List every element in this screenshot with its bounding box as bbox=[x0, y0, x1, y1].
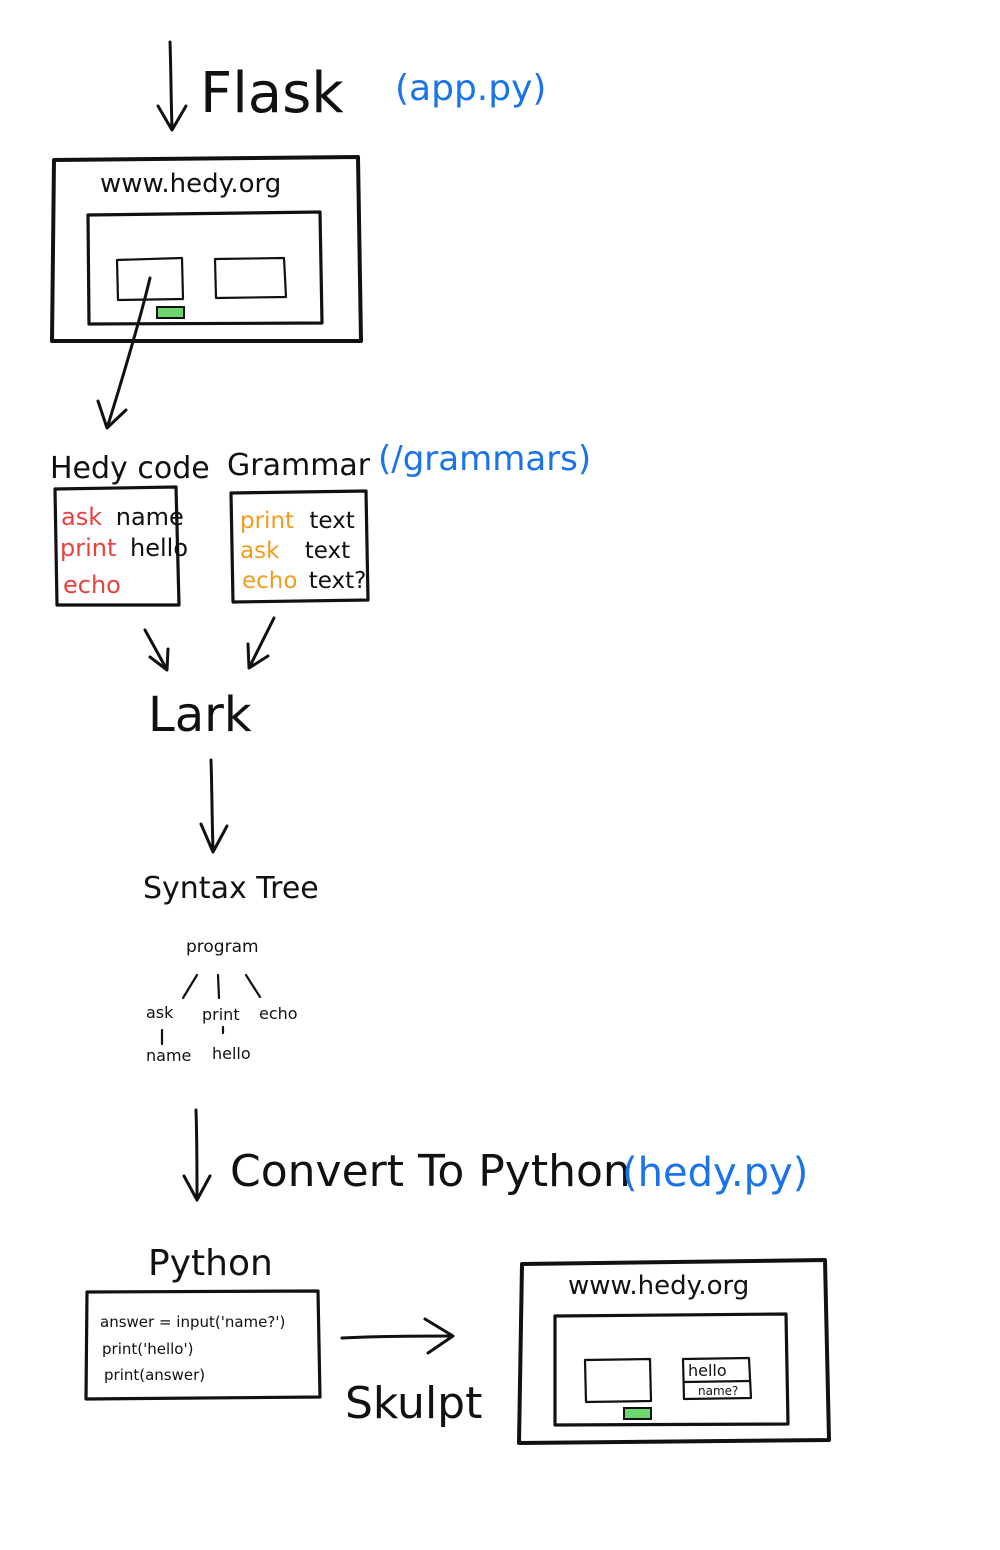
hedy-code-box bbox=[53, 485, 181, 607]
hedy-code-keyword: print bbox=[60, 534, 116, 562]
editor-to-code-arrow-head bbox=[96, 399, 128, 430]
browser-window-top: www.hedy.org bbox=[50, 155, 363, 343]
grammar-arg: text bbox=[305, 538, 350, 564]
output-panel-bottom bbox=[681, 1356, 753, 1401]
hedy-code-arg: hello bbox=[130, 534, 188, 562]
browser-viewport-bottom bbox=[553, 1312, 790, 1427]
tree-edge-echo bbox=[244, 973, 262, 999]
run-button-bottom bbox=[623, 1407, 652, 1420]
flask-label: Flask bbox=[200, 61, 344, 126]
code-editor-panel-top bbox=[115, 256, 185, 302]
hedy-code-section: Hedy code ask name print hello echo bbox=[50, 451, 210, 607]
tree-node-print: print bbox=[202, 1005, 240, 1024]
flask-step: Flask (app.py) bbox=[156, 40, 546, 132]
flask-arrow bbox=[168, 40, 174, 130]
python-heading: Python bbox=[148, 1243, 273, 1284]
python-section: Python answer = input('name?') print('he… bbox=[84, 1243, 322, 1401]
hedy-code-line-1: ask name bbox=[61, 503, 184, 531]
lark-label: Lark bbox=[148, 687, 252, 743]
hedy-code-line-2: print hello bbox=[60, 534, 188, 562]
tree-node-ask: ask bbox=[146, 1003, 174, 1022]
output-line-name-prompt: name? bbox=[698, 1384, 738, 1398]
editor-to-code-arrow bbox=[106, 276, 152, 427]
tree-leaf-hello: hello bbox=[212, 1044, 251, 1063]
tree-node-echo: echo bbox=[259, 1004, 298, 1023]
code-to-lark-arrow-head bbox=[148, 647, 170, 672]
flask-file-annotation: (app.py) bbox=[395, 68, 546, 109]
grammar-line-2: ask text bbox=[240, 538, 350, 564]
output-panel-top bbox=[213, 256, 288, 300]
browser-frame-top bbox=[50, 155, 363, 343]
grammar-keyword: print bbox=[240, 508, 294, 534]
grammar-section: Grammar (/grammars) print text ask text … bbox=[227, 439, 591, 604]
hedy-code-keyword: ask bbox=[61, 503, 102, 531]
flask-arrow-head bbox=[156, 104, 188, 132]
output-divider bbox=[682, 1379, 752, 1384]
browser-url-bottom: www.hedy.org bbox=[568, 1271, 749, 1301]
grammar-line-1: print text bbox=[240, 508, 355, 534]
grammar-to-lark-arrow bbox=[248, 616, 276, 668]
grammar-to-lark-arrow-head bbox=[246, 642, 270, 670]
grammar-box bbox=[229, 489, 370, 604]
grammar-keyword: ask bbox=[240, 538, 280, 564]
grammar-line-3: echo text? bbox=[242, 568, 366, 594]
run-button-top bbox=[156, 306, 185, 319]
browser-frame-bottom bbox=[517, 1258, 831, 1445]
grammar-arg: text? bbox=[309, 568, 367, 594]
skulpt-step: Skulpt bbox=[340, 1317, 482, 1429]
skulpt-arrow-head bbox=[423, 1317, 455, 1355]
tree-edge-print bbox=[216, 973, 221, 1000]
python-line-2: print('hello') bbox=[102, 1340, 193, 1358]
tree-root-node: program bbox=[186, 937, 259, 957]
skulpt-label: Skulpt bbox=[345, 1378, 482, 1429]
grammar-heading: Grammar bbox=[227, 448, 371, 483]
convert-step: Convert To Python (hedy.py) bbox=[182, 1108, 808, 1202]
tree-leaf-name: name bbox=[146, 1046, 191, 1065]
grammar-arg: text bbox=[309, 508, 354, 534]
grammar-keyword: echo bbox=[242, 568, 297, 594]
tree-edge-ask bbox=[181, 973, 199, 1000]
hedy-code-line-3: echo bbox=[63, 571, 121, 599]
python-line-3: print(answer) bbox=[104, 1366, 205, 1384]
code-editor-panel-bottom bbox=[583, 1357, 653, 1404]
hedy-code-arg: name bbox=[116, 503, 184, 531]
browser-url-top: www.hedy.org bbox=[100, 169, 281, 199]
browser-viewport-top bbox=[86, 210, 324, 326]
skulpt-arrow bbox=[340, 1334, 454, 1340]
syntax-tree-heading: Syntax Tree bbox=[143, 871, 319, 906]
output-line-hello: hello bbox=[688, 1361, 727, 1380]
lark-to-tree-arrow bbox=[209, 758, 215, 852]
code-to-lark-arrow bbox=[143, 628, 168, 670]
convert-file-annotation: (hedy.py) bbox=[622, 1150, 808, 1196]
lark-to-tree-arrow-head bbox=[199, 822, 229, 854]
convert-arrow bbox=[194, 1108, 199, 1200]
convert-label: Convert To Python bbox=[230, 1146, 631, 1197]
syntax-tree-section: Syntax Tree program ask print echo name … bbox=[143, 871, 319, 1065]
convert-arrow-head bbox=[182, 1174, 212, 1202]
hedy-code-heading: Hedy code bbox=[50, 451, 210, 486]
hedy-code-keyword: echo bbox=[63, 571, 121, 599]
grammar-file-annotation: (/grammars) bbox=[378, 439, 591, 479]
python-code-box bbox=[84, 1289, 322, 1401]
browser-window-bottom: www.hedy.org hello name? bbox=[517, 1258, 831, 1445]
python-line-1: answer = input('name?') bbox=[100, 1313, 285, 1331]
